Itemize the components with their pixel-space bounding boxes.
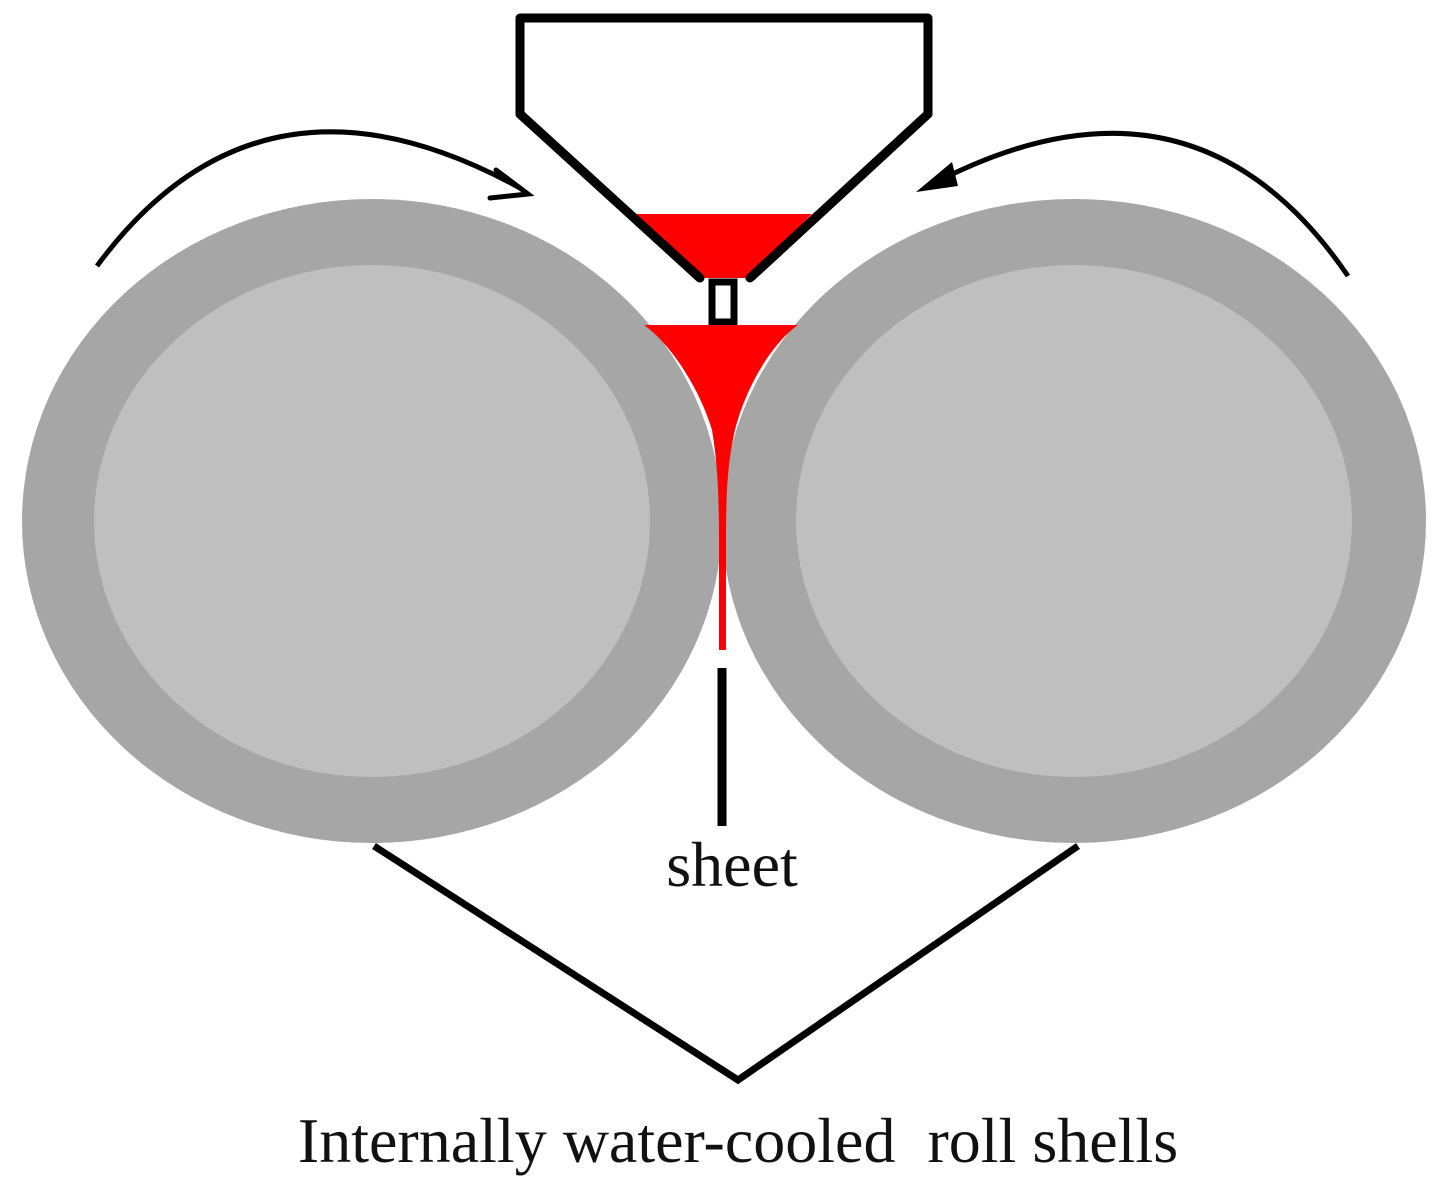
left-roll-core [94, 265, 650, 777]
right-roll-core [796, 265, 1352, 777]
molten-pool [644, 325, 798, 650]
tundish-molten-pool [636, 214, 812, 278]
sheet-label: sheet [666, 829, 798, 900]
tundish [515, 13, 933, 326]
roll-shells-bracket [372, 843, 1080, 1085]
clockwise-arrow-icon [94, 129, 535, 268]
roll-shells-label: Internally water-cooled roll shells [298, 1105, 1178, 1176]
left-roll [22, 199, 722, 843]
counterclockwise-arrow-icon [916, 130, 1351, 278]
nozzle [708, 278, 738, 326]
right-roll [722, 199, 1426, 843]
